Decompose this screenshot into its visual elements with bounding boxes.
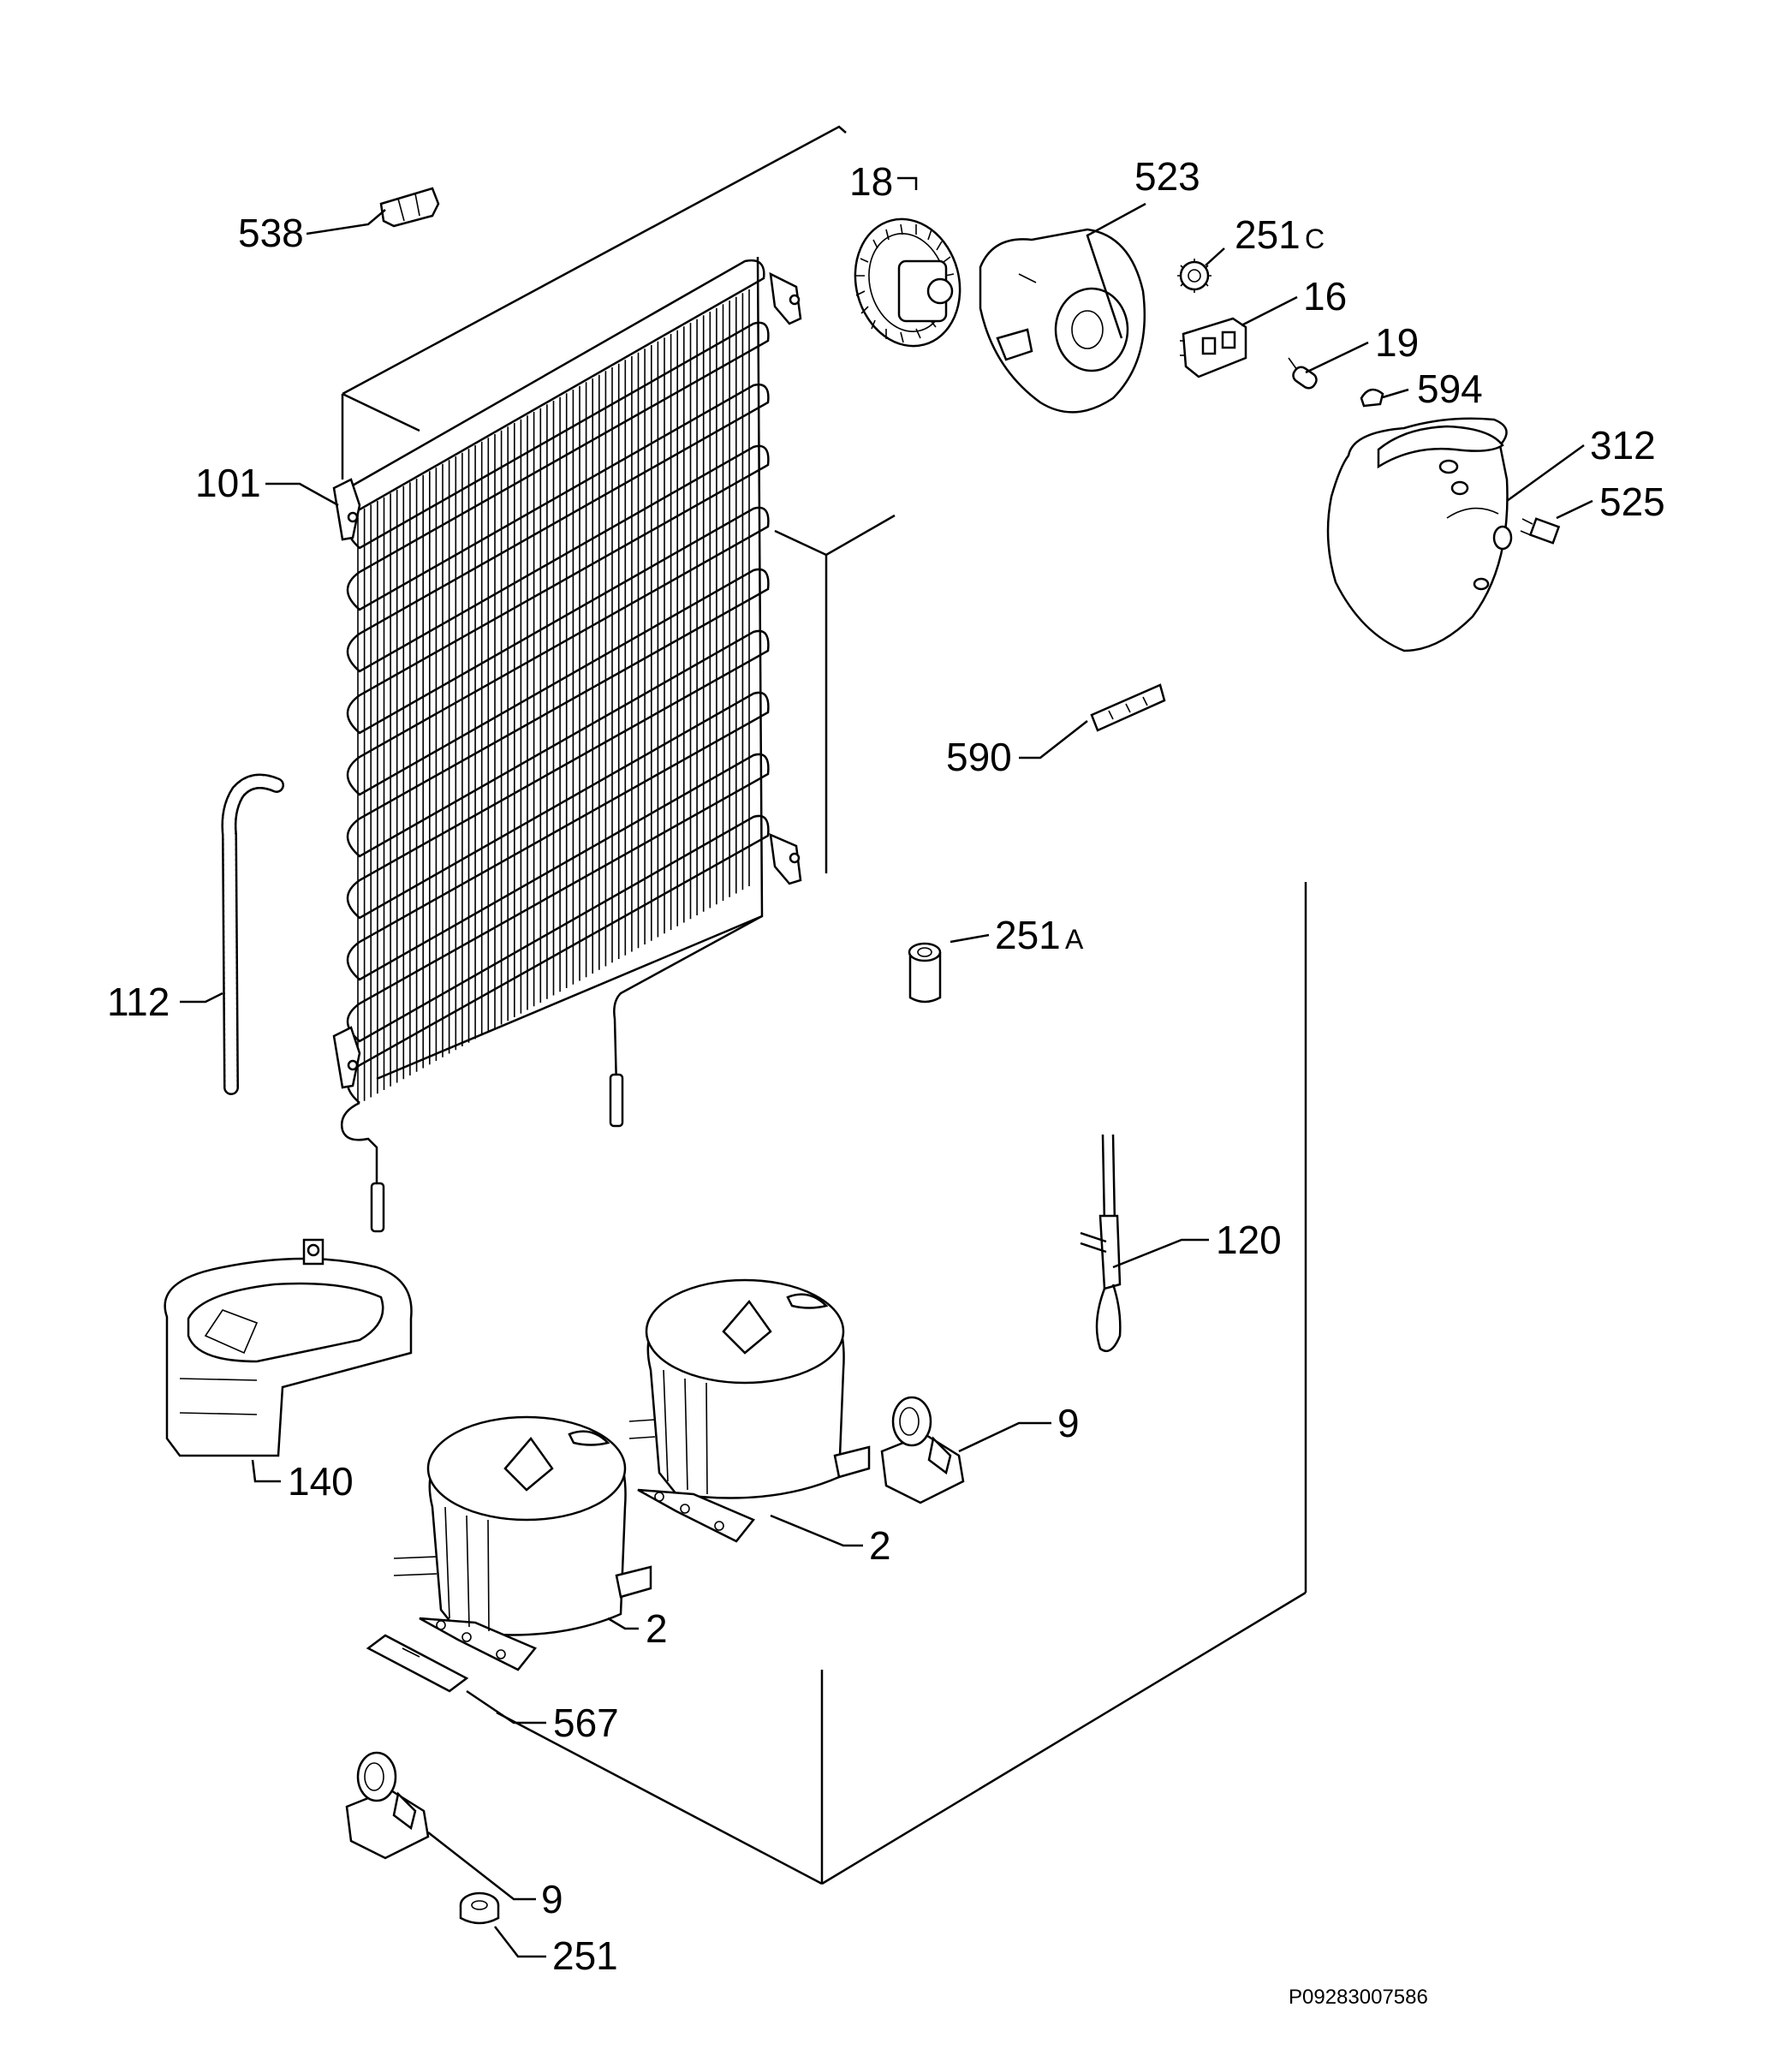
condenser-serpentine-tube — [346, 259, 770, 1104]
label-312: 312 — [1590, 423, 1656, 468]
part-labels: 538 18 523 251 C 16 19 594 312 525 101 5… — [107, 154, 1665, 2009]
leader-lines — [180, 176, 1593, 1958]
compressor-lower-icon — [393, 1415, 652, 1671]
label-2-lower: 2 — [646, 1606, 668, 1651]
compressor-upper-icon — [628, 1278, 871, 1543]
label-251c-suffix: C — [1305, 223, 1325, 254]
grommet-9-bottom-icon — [345, 1751, 430, 1860]
label-251: 251 — [552, 1933, 618, 1978]
grommet-9-top-icon — [880, 1396, 965, 1504]
label-18: 18 — [849, 159, 893, 204]
label-112: 112 — [107, 980, 170, 1024]
label-251a: 251 — [995, 913, 1061, 957]
label-523: 523 — [1134, 154, 1200, 199]
diagram-code: P09283007586 — [1289, 1986, 1428, 2009]
sensor-525-icon — [1520, 517, 1561, 545]
lamp-cover-312-icon — [1326, 417, 1513, 652]
gear-251c-icon — [1177, 259, 1212, 293]
fan-18-icon — [854, 217, 961, 348]
condenser-101 — [332, 256, 802, 1233]
fan-housing-523-icon — [979, 228, 1146, 414]
label-strip-590-icon — [1090, 683, 1166, 732]
label-19: 19 — [1375, 320, 1419, 365]
label-9-bottom: 9 — [541, 1877, 563, 1921]
bracket-icon — [332, 478, 361, 541]
label-594: 594 — [1417, 366, 1483, 411]
nut-251-icon — [459, 1891, 500, 1925]
label-525: 525 — [1599, 480, 1665, 524]
label-140: 140 — [288, 1459, 354, 1504]
label-590: 590 — [946, 735, 1012, 779]
cap-594-icon — [1360, 388, 1384, 408]
label-251c: 251 — [1235, 212, 1301, 257]
label-101: 101 — [195, 461, 261, 505]
drip-tray-140-icon — [164, 1238, 413, 1457]
clip-538-icon — [379, 187, 440, 228]
switch-16-icon — [1180, 317, 1247, 378]
label-2-upper: 2 — [869, 1523, 891, 1568]
drain-hose-112-icon — [221, 773, 284, 1095]
condenser-fin-grid — [357, 289, 750, 1105]
sensor-wire-120-icon — [1080, 1134, 1122, 1353]
lamp-19-icon — [1288, 357, 1318, 390]
label-567: 567 — [553, 1701, 619, 1745]
cabinet-outline — [341, 125, 1307, 1885]
label-538: 538 — [238, 211, 304, 255]
mounting-plate-567-icon — [366, 1634, 469, 1693]
label-9-top: 9 — [1057, 1401, 1080, 1445]
label-251a-suffix: A — [1065, 924, 1084, 955]
label-16: 16 — [1303, 274, 1347, 319]
bushing-251a-icon — [908, 942, 942, 1004]
label-120: 120 — [1216, 1218, 1282, 1262]
